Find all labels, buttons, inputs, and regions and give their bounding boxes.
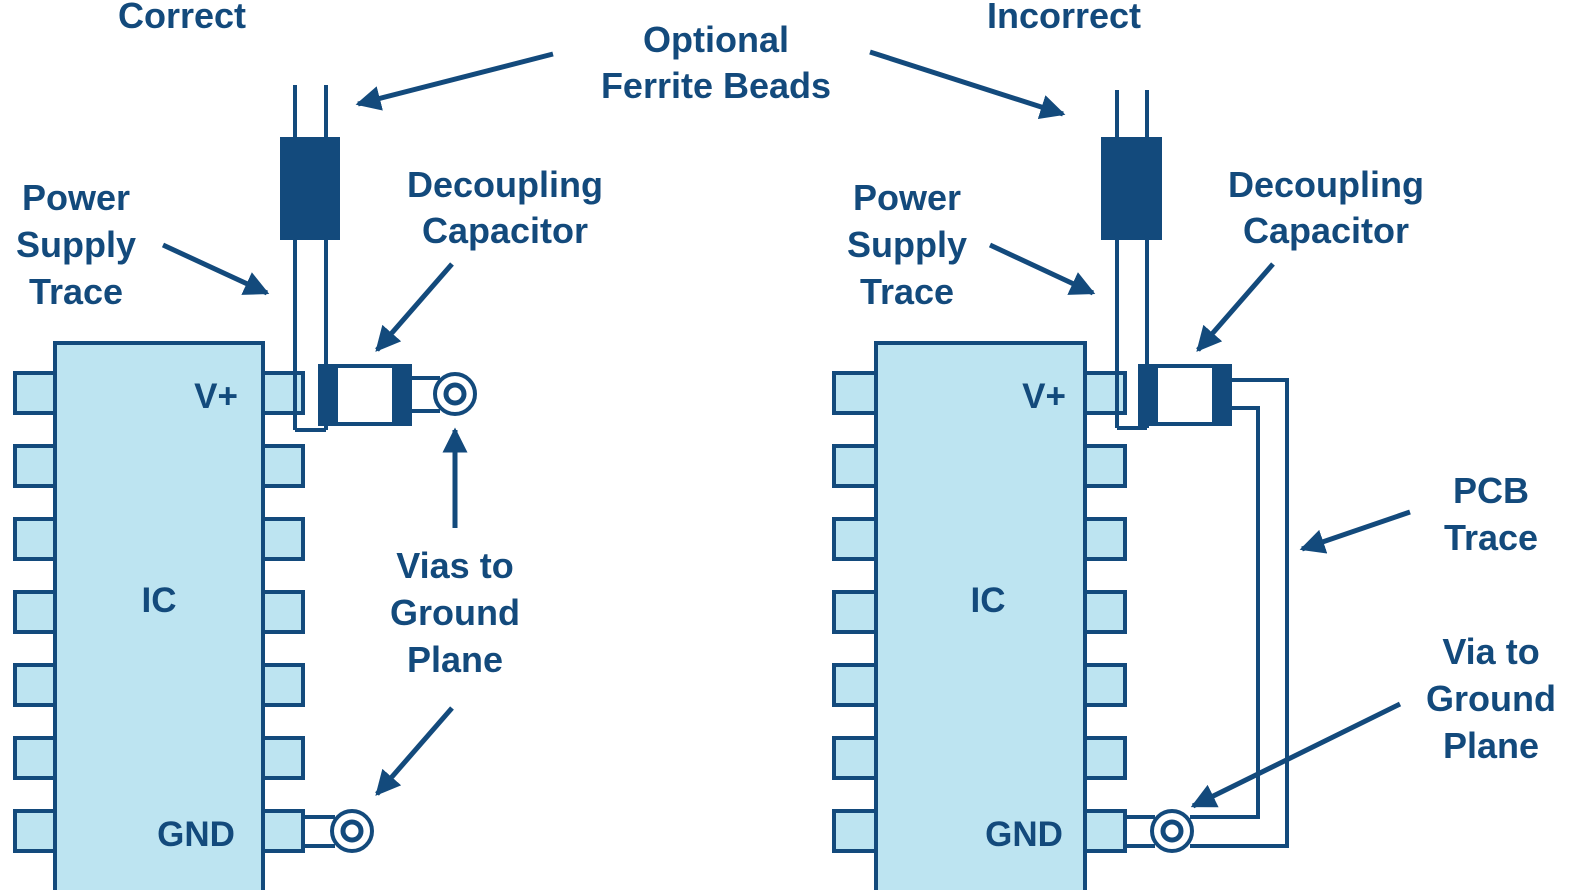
right-chip-right-pins (1083, 371, 1127, 853)
pcb-trace-line-1: PCB (1453, 470, 1529, 511)
right-diagram: V+ IC GND Incorrect Power Supply Trace D… (832, 0, 1556, 890)
right-ferrite-bead (1101, 137, 1162, 240)
heading-correct: Correct (118, 0, 246, 36)
left-ferrite-bead (280, 137, 340, 240)
left-diagram: V+ IC GND Correct Power Supply Trace Dec… (13, 0, 603, 890)
right-power-supply-line-1: Power (853, 177, 961, 218)
right-vplus-label: V+ (1022, 377, 1066, 416)
left-ic-label: IC (142, 581, 177, 620)
ferrite-label-line-2: Ferrite Beads (601, 65, 831, 106)
right-decoupling-capacitor (1138, 364, 1232, 426)
left-vias-line-3: Plane (407, 639, 503, 680)
left-decoupling-capacitor (318, 364, 412, 426)
arrow-decoupling-right (1196, 262, 1275, 352)
left-gnd-via-trace (303, 815, 335, 848)
ferrite-label-line-1: Optional (643, 19, 789, 60)
arrow-ferrite-left (355, 51, 554, 111)
heading-incorrect: Incorrect (987, 0, 1141, 36)
right-via-line-1: Via to (1442, 631, 1539, 672)
right-power-supply-line-2: Supply (847, 224, 967, 265)
left-vplus-label: V+ (194, 377, 238, 416)
arrow-via-bottom-left (375, 706, 454, 796)
right-gnd-via-trace (1125, 815, 1155, 848)
right-via-icon (1150, 809, 1194, 853)
pcb-trace-line-2: Trace (1444, 517, 1538, 558)
arrow-via-right (1190, 701, 1402, 809)
left-via-bottom-icon (330, 809, 374, 853)
left-decoupling-line-2: Capacitor (422, 210, 588, 251)
right-via-line-2: Ground (1426, 678, 1556, 719)
left-chip-left-pins (13, 371, 57, 853)
right-gnd-label: GND (985, 815, 1063, 854)
right-decoupling-line-1: Decoupling (1228, 164, 1424, 205)
arrow-power-left (161, 242, 270, 296)
left-vias-line-2: Ground (390, 592, 520, 633)
right-chip-left-pins (832, 371, 878, 853)
right-via-line-3: Plane (1443, 725, 1539, 766)
arrow-ferrite-right (869, 49, 1066, 120)
left-vias-line-1: Vias to (396, 545, 513, 586)
right-arrows (869, 49, 1411, 809)
left-arrows (161, 51, 554, 796)
left-gnd-label: GND (157, 815, 235, 854)
left-power-supply-line-1: Power (22, 177, 130, 218)
left-chip-right-pins (261, 371, 305, 853)
left-power-supply-line-3: Trace (29, 271, 123, 312)
right-pcb-trace (1190, 378, 1289, 848)
left-power-supply-line-2: Supply (16, 224, 136, 265)
right-ic-label: IC (971, 581, 1006, 620)
arrow-pcb-trace (1299, 509, 1411, 554)
arrow-power-right (988, 242, 1096, 296)
right-ic-body (874, 341, 1087, 890)
right-decoupling-line-2: Capacitor (1243, 210, 1409, 251)
left-ic-body (53, 341, 265, 890)
left-decoupling-line-1: Decoupling (407, 164, 603, 205)
left-via-top-icon (433, 372, 477, 416)
arrow-decoupling-left (375, 262, 454, 352)
left-cap-via-trace (410, 376, 440, 413)
right-power-supply-line-3: Trace (860, 271, 954, 312)
